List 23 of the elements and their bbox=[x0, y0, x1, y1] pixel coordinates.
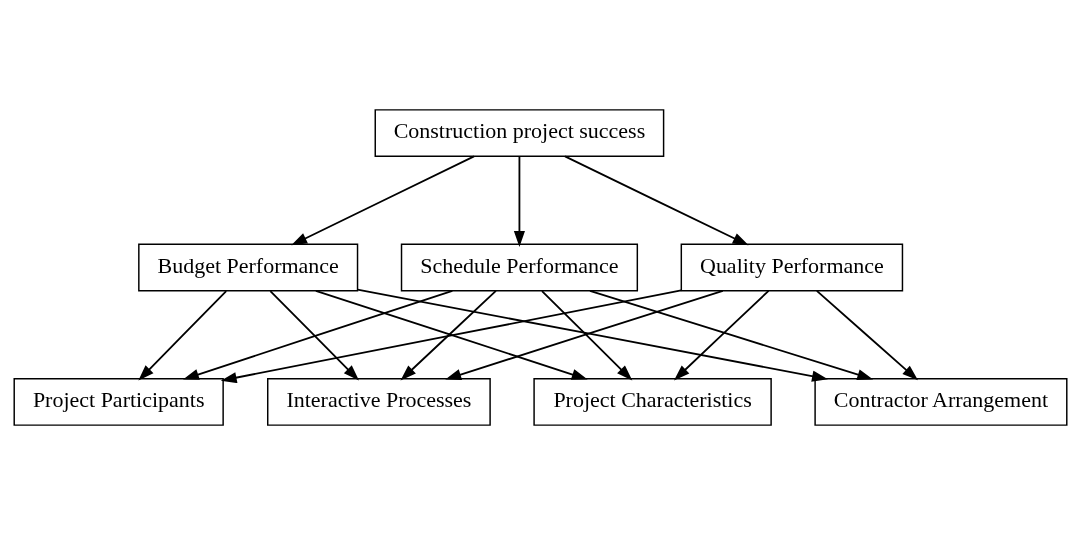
node-box: Contractor Arrangement bbox=[814, 377, 1068, 426]
arrow bbox=[314, 289, 588, 380]
node-box: Schedule Performance bbox=[400, 243, 639, 291]
node-box: Construction project success bbox=[374, 108, 665, 157]
arrow bbox=[356, 288, 828, 382]
arrow bbox=[589, 289, 874, 380]
arrow bbox=[815, 289, 918, 380]
arrow bbox=[138, 289, 228, 381]
arrow bbox=[564, 155, 749, 245]
node-box: Interactive Processes bbox=[267, 377, 491, 426]
arrow bbox=[183, 289, 454, 380]
arrow bbox=[291, 155, 475, 245]
arrow bbox=[673, 289, 770, 380]
arrow bbox=[269, 289, 359, 381]
arrow bbox=[513, 155, 525, 247]
arrow bbox=[541, 289, 633, 381]
arrow bbox=[445, 289, 724, 380]
arrow bbox=[400, 289, 497, 380]
arrow bbox=[220, 289, 682, 383]
node-box: Project Characteristics bbox=[533, 377, 772, 426]
node-box: Project Participants bbox=[13, 377, 224, 426]
node-box: Budget Performance bbox=[138, 243, 359, 291]
node-box: Quality Performance bbox=[680, 243, 904, 291]
